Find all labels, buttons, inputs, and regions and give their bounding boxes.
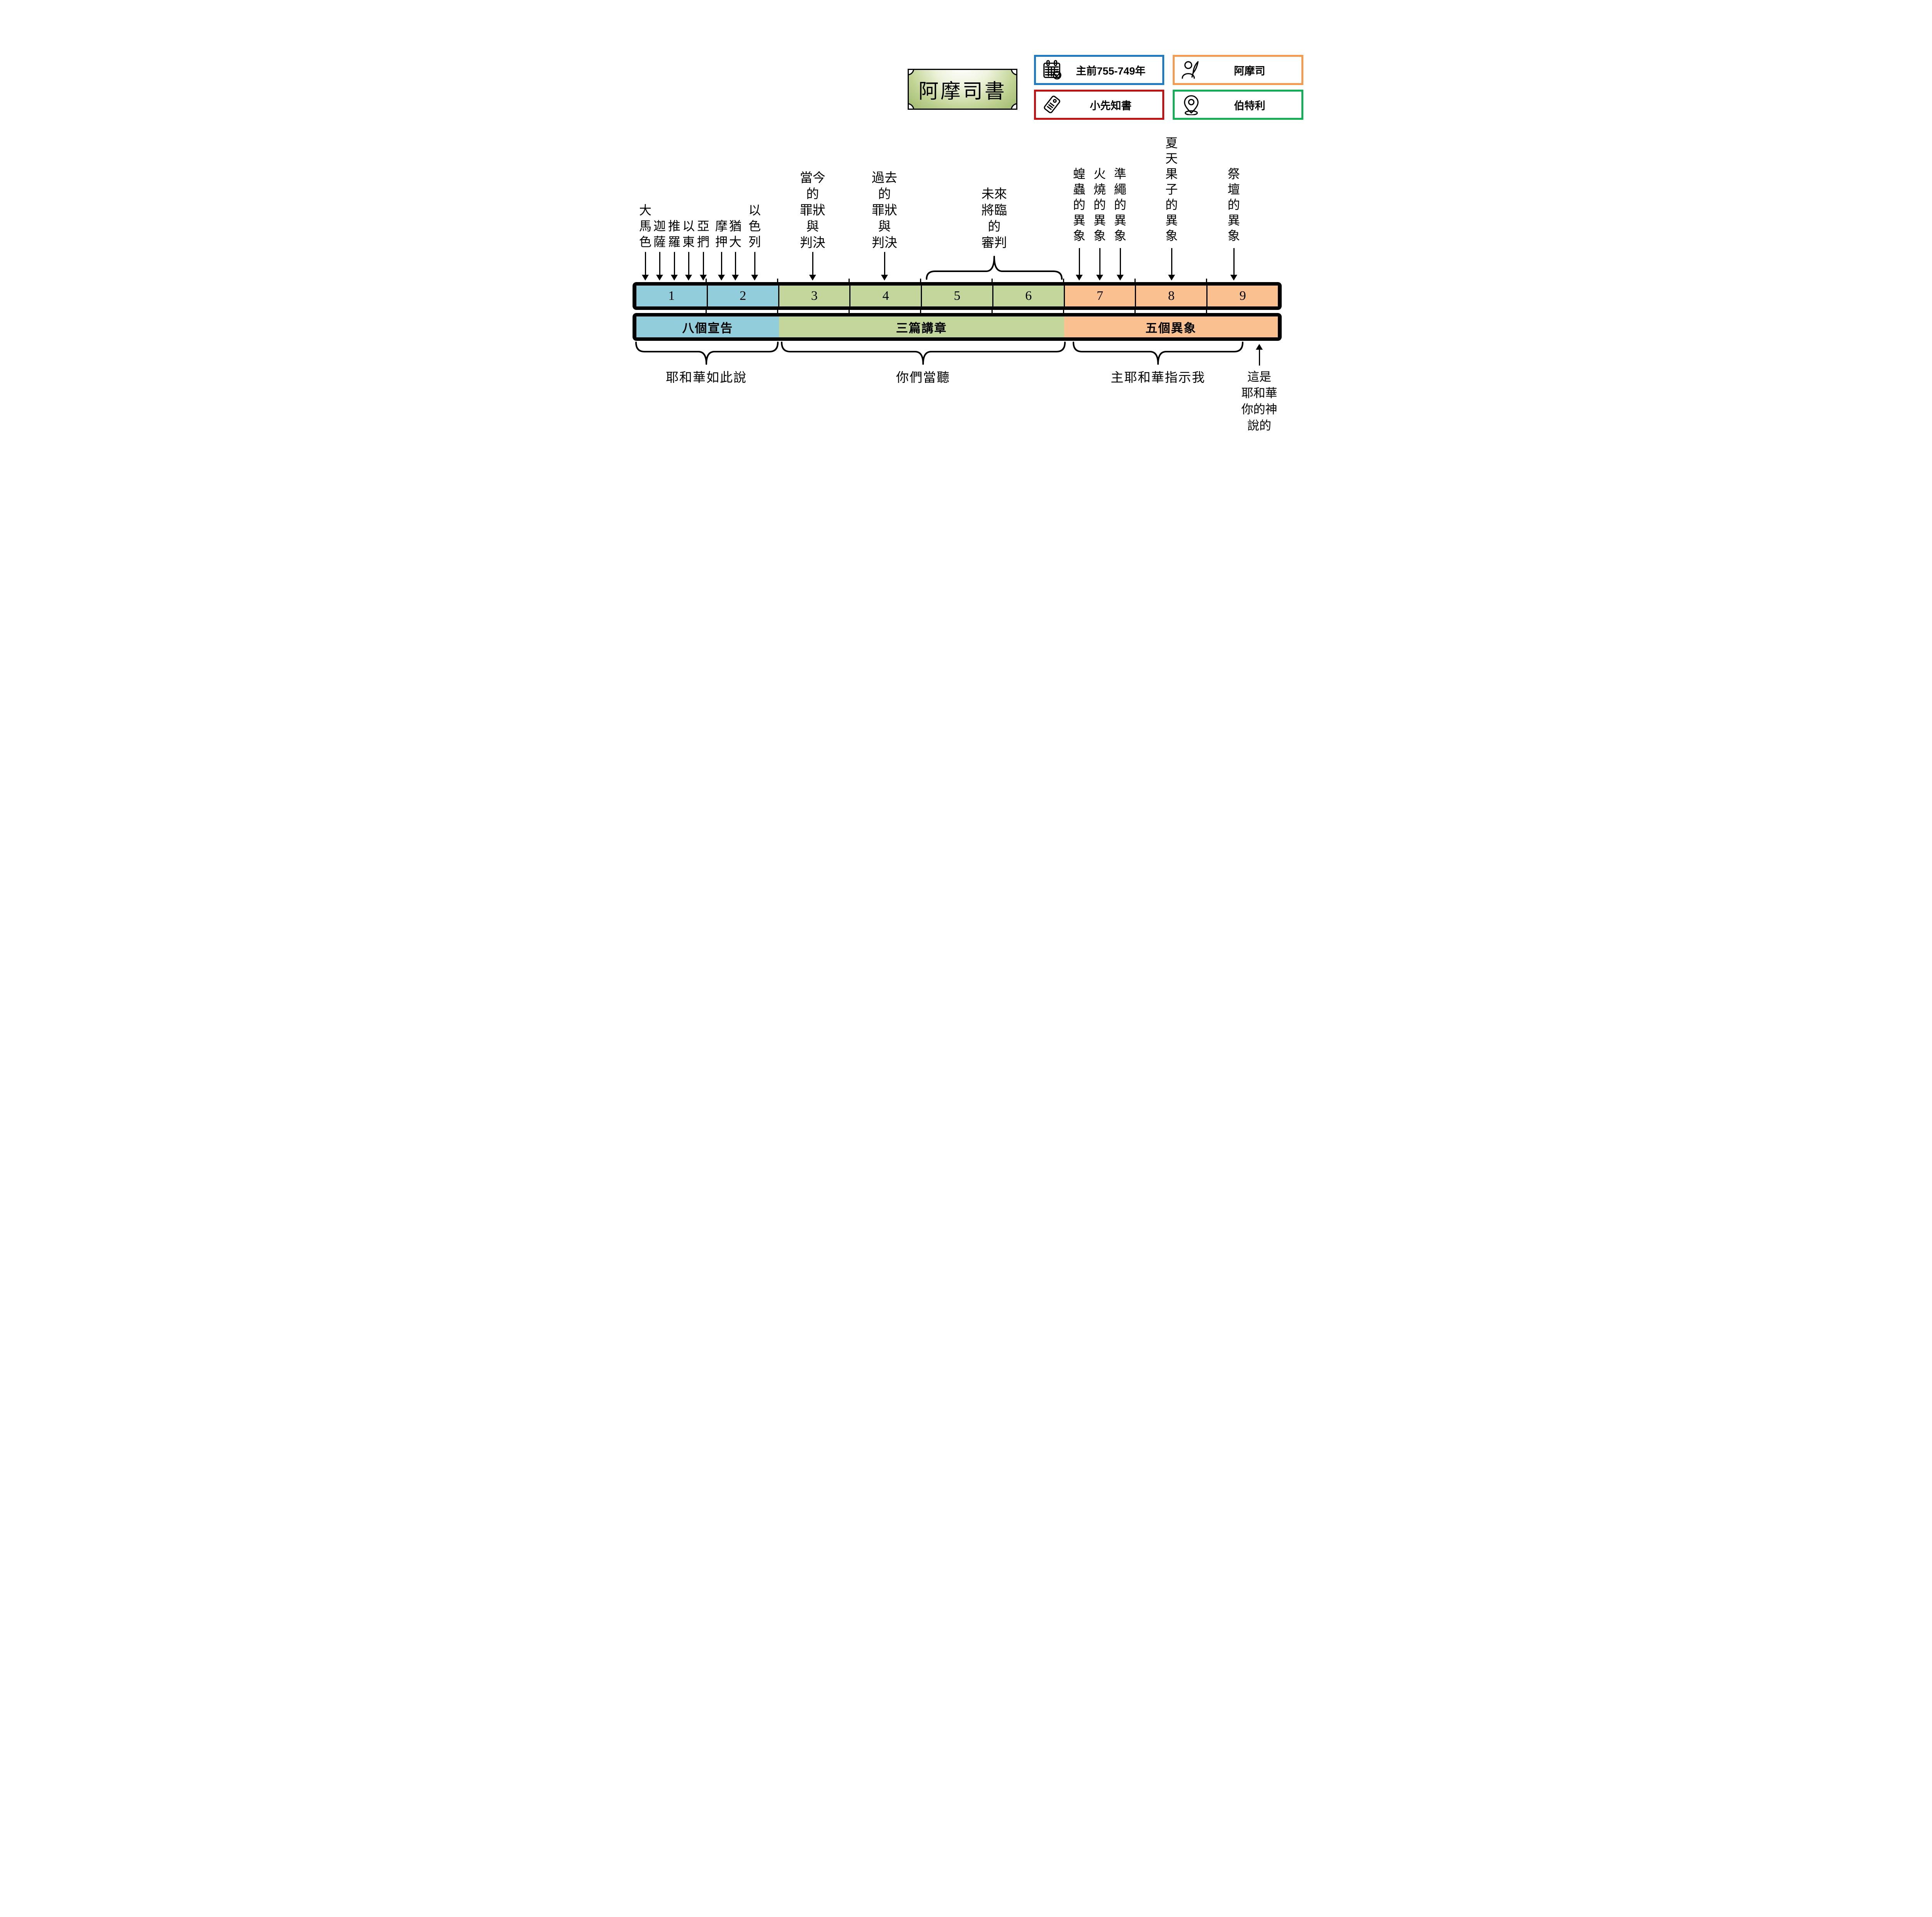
oracle-arrow [685,252,692,281]
phrase-thus-says-the-lord: 耶和華如此說 [666,371,747,385]
vision-label-locusts: 蝗蟲的異象 [1073,167,1085,243]
phrase-hear-this-word: 你們當聽 [896,371,950,385]
chapter-cell-6: 6 [992,286,1064,306]
sermon-label-present-sins: 當今 的 罪狀 與 判決 [797,170,828,251]
under-brace-chapters-3-6 [781,342,1066,365]
sermon-label-future-judgment: 未來 將臨 的 審判 [979,186,1010,251]
sermon-line: 的 [878,187,891,201]
oracle-label-edom: 以東 [682,219,695,249]
chapter-timeline-row: 1 2 3 4 5 6 7 8 9 [633,282,1282,310]
oracle-arrow [700,252,707,281]
sermon-line: 當今 [800,171,825,185]
book-title: 阿摩司書 [918,80,1007,103]
sermon-label-past-sins: 過去 的 罪狀 與 判決 [869,170,900,251]
oracle-arrow [671,252,678,281]
oracle-arrow [751,252,758,281]
date-label: 主前755-749年 [1076,65,1146,77]
date-info-box: 主前755-749年 [1034,55,1164,85]
oracle-label-ammon: 亞捫 [697,219,709,249]
over-brace-chapters-5-6 [926,256,1063,280]
sermon-arrow [809,252,816,281]
under-brace-chapters-1-2 [635,342,779,365]
section-eight-proclamations: 八個宣告 [636,316,779,337]
oracle-arrow [718,252,725,281]
sermon-line: 未來 [981,187,1007,201]
amos-book-overview-diagram: 阿摩司書 主前755-749年 阿摩司 [627,0,1305,479]
under-brace-chapters-7-9 [1073,342,1243,365]
vision-label-fire: 火燒的異象 [1093,167,1106,243]
chapter-cell-5: 5 [921,286,992,306]
section-timeline-row: 八個宣告 三篇講章 五個異象 [633,313,1282,341]
vision-arrow [1117,248,1124,281]
closing-up-arrow [1256,344,1263,366]
chapter-cell-7: 7 [1063,286,1135,306]
sermon-arrow [881,252,888,281]
sermon-line: 罪狀 [872,204,897,218]
location-label: 伯特利 [1234,100,1265,112]
tag-icon [1044,95,1060,113]
oracle-label-gaza: 迦薩 [653,219,666,249]
phrase-says-the-lord-your-god: 這是 耶和華 你的神 說的 [1226,369,1292,434]
sermon-line: 將臨 [981,204,1007,218]
oracle-label-judah: 猶大 [729,219,742,249]
vision-arrow [1076,248,1083,281]
book-title-plaque: 阿摩司書 [908,69,1017,110]
oracle-arrow [656,252,663,281]
oracle-arrow [642,252,649,281]
section-three-sermons: 三篇講章 [779,316,1064,337]
sermon-line: 與 [878,220,891,234]
oracle-label-moab: 摩押 [715,219,728,249]
vision-arrow [1230,248,1237,281]
vision-label-summer-fruit: 夏天果子的異象 [1165,136,1178,243]
oracle-label-damascus: 大馬色 [639,203,651,249]
author-info-box: 阿摩司 [1173,55,1303,85]
chapter-cell-3: 3 [778,286,850,306]
sermon-line: 審判 [981,236,1007,250]
location-pin-icon [1184,95,1199,115]
vision-arrow [1168,248,1175,281]
category-info-box: 小先知書 [1034,90,1164,120]
category-label: 小先知書 [1090,100,1132,112]
sermon-line: 的 [806,187,819,201]
closing-line: 你的神 [1241,403,1277,416]
closing-line: 耶和華 [1241,386,1277,400]
phrase-the-lord-showed-me: 主耶和華指示我 [1111,371,1206,385]
calendar-check-icon [1043,60,1061,80]
location-info-box: 伯特利 [1173,90,1303,120]
chapter-cell-9: 9 [1206,286,1278,306]
sermon-line: 過去 [872,171,897,185]
oracle-label-tyre: 推羅 [668,219,680,249]
closing-line: 這是 [1247,370,1271,384]
vision-arrow [1096,248,1103,281]
sermon-line: 的 [988,220,1001,234]
closing-line: 說的 [1247,419,1271,432]
chapter-cell-4: 4 [849,286,921,306]
sermon-line: 判決 [872,236,897,250]
vision-label-plumb-line: 準繩的異象 [1114,167,1126,243]
author-label: 阿摩司 [1234,65,1265,77]
vision-label-altar: 祭壇的異象 [1227,167,1240,243]
section-five-visions: 五個異象 [1064,316,1278,337]
chapter-cell-2: 2 [706,286,778,306]
sermon-line: 判決 [800,236,825,250]
oracle-arrow [732,252,739,281]
chapter-cell-8: 8 [1135,286,1207,306]
prophet-quill-icon [1182,61,1199,79]
sermon-line: 罪狀 [800,204,825,218]
oracle-label-israel: 以色列 [748,203,761,249]
chapter-cell-1: 1 [636,286,707,306]
sermon-line: 與 [806,220,819,234]
